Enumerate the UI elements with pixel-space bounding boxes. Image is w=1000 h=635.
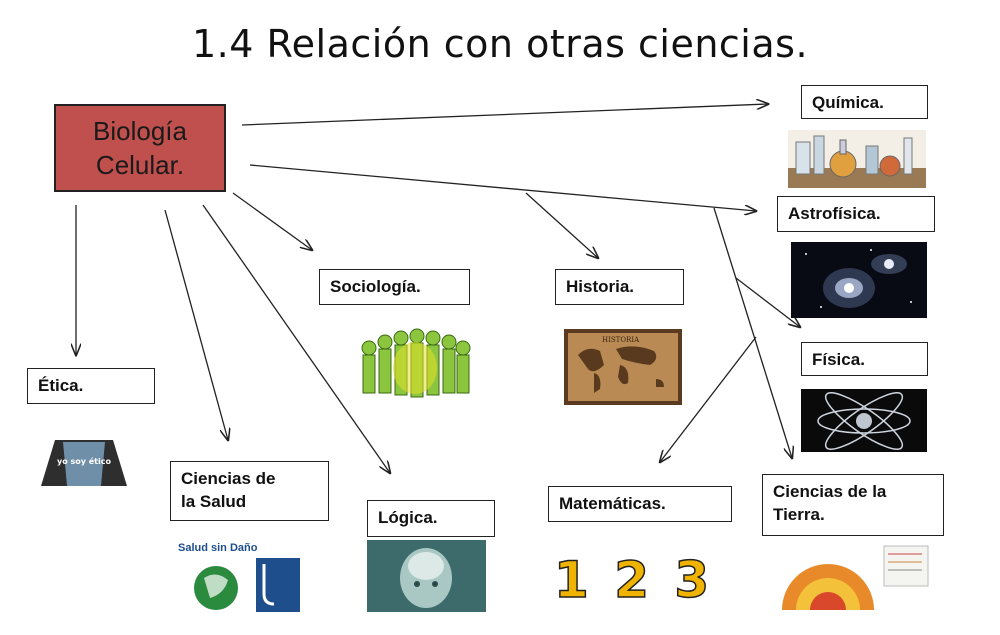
node-matematicas: Matemáticas.: [548, 486, 732, 522]
central-node-line2: Celular.: [95, 150, 185, 180]
node-ciencias-salud-line2: la Salud: [181, 492, 247, 511]
node-ciencias-tierra-line2: Tierra.: [773, 505, 825, 524]
central-node-biologia-celular: Biología Celular.: [54, 104, 226, 192]
history-map-image: HISTORIA: [564, 329, 682, 405]
ethics-shirt-text: yo soy ético: [57, 456, 111, 466]
arrow-to-astrofisica: [249, 164, 756, 211]
earth-layers-image: [772, 540, 932, 612]
node-astrofisica: Astrofísica.: [777, 196, 935, 232]
arrow-to-fisica: [735, 277, 800, 327]
arrow-to-historia: [525, 192, 598, 258]
node-fisica: Física.: [801, 342, 928, 376]
arrow-to-matematicas: [660, 336, 757, 462]
node-sociologia: Sociología.: [319, 269, 470, 305]
logic-brain-image: [367, 540, 486, 612]
central-node-line1: Biología: [93, 116, 187, 146]
chemistry-lab-image: [788, 130, 926, 188]
node-quimica: Química.: [801, 85, 928, 119]
ethics-shirt-image: yo soy ético: [21, 428, 147, 486]
health-logo-image: Salud sin Daño: [176, 538, 300, 612]
node-ciencias-salud: Ciencias de la Salud: [170, 461, 329, 521]
math-numbers-image: 1 2 3 4: [552, 533, 712, 613]
math-digits-text: 1 2 3 4: [554, 551, 712, 609]
arrow-to-logica: [202, 204, 390, 473]
galaxy-image: [791, 242, 927, 318]
node-ciencias-salud-line1: Ciencias de: [181, 469, 276, 488]
arrow-to-salud: [164, 209, 228, 440]
atom-image: [801, 389, 927, 452]
node-logica: Lógica.: [367, 500, 495, 537]
node-etica: Ética.: [27, 368, 155, 404]
page-title: 1.4 Relación con otras ciencias.: [191, 22, 809, 66]
node-ciencias-tierra: Ciencias de la Tierra.: [762, 474, 944, 536]
sociology-crowd-image: [355, 318, 475, 404]
history-map-caption: HISTORIA: [602, 336, 640, 344]
arrow-to-quimica: [241, 104, 768, 126]
node-historia: Historia.: [555, 269, 684, 305]
arrow-to-sociologia: [232, 192, 312, 250]
node-ciencias-tierra-line1: Ciencias de la: [773, 482, 887, 501]
arrow-to-tierra: [713, 207, 792, 458]
health-logo-text: Salud sin Daño: [178, 542, 258, 554]
